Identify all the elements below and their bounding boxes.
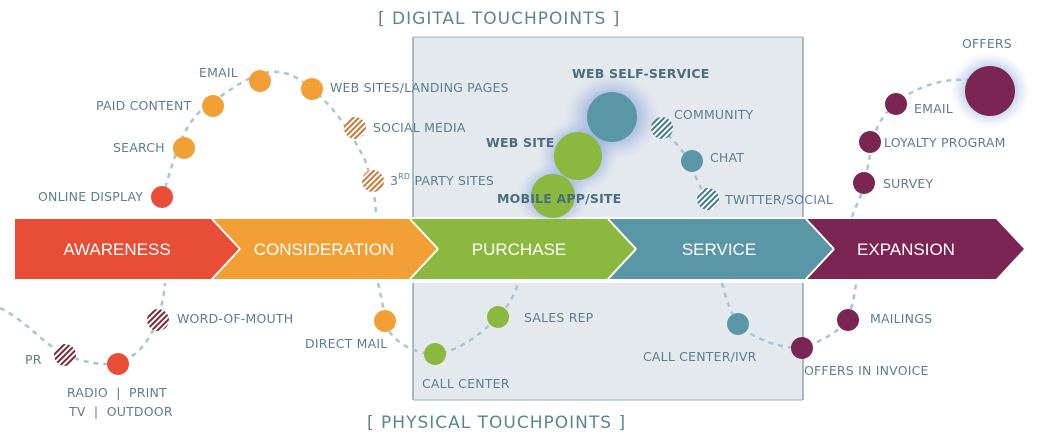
label-web-sites: WEB SITES/LANDING PAGES (330, 80, 509, 95)
label-twitter: TWITTER/SOCIAL (725, 192, 834, 207)
label-pr: PR (25, 352, 42, 367)
label-search: SEARCH (113, 140, 165, 155)
touchpoint-paid-content (202, 95, 224, 117)
label-mobile-app: MOBILE APP/SITE (497, 191, 622, 206)
label-community: COMMUNITY (674, 107, 754, 122)
stage-separator (211, 248, 241, 280)
label-radio-print: RADIO | PRINT (67, 385, 167, 400)
stage-separator (607, 218, 637, 250)
touchpoint-twitter (697, 188, 719, 210)
journey-path-digital-awareness (160, 70, 378, 218)
label-web-site: WEB SITE (486, 135, 555, 150)
touchpoint-web-sites (301, 78, 323, 100)
touchpoint-search (173, 137, 195, 159)
label-loyalty: LOYALTY PROGRAM (884, 135, 1006, 150)
stage-separator (805, 248, 835, 280)
stage-separator (805, 218, 835, 250)
label-call-center-ivr: CALL CENTER/IVR (643, 349, 757, 364)
touchpoint-online-display (151, 186, 173, 208)
touchpoint-survey (853, 172, 875, 194)
touchpoint-web-site (554, 132, 602, 180)
stage-label-purchase: PURCHASE (472, 240, 566, 259)
stage-arrow-awareness (15, 219, 240, 279)
label-tv-outdoor: TV | OUTDOOR (69, 404, 173, 419)
stage-arrow-expansion (806, 219, 1024, 279)
stage-separator (607, 248, 637, 280)
stage-label-consideration: CONSIDERATION (254, 240, 394, 259)
touchpoint-mobile-app (531, 174, 575, 218)
label-sales-rep: SALES REP (524, 310, 594, 325)
touchpoint-chat (681, 150, 703, 172)
label-online-display: ONLINE DISPLAY (38, 189, 144, 204)
touchpoint-social-media (344, 117, 366, 139)
label-web-self-service: WEB SELF-SERVICE (572, 66, 710, 81)
label-email: EMAIL (199, 65, 238, 80)
label-third-party-number: 3 (390, 173, 399, 188)
touchpoint-call-center (424, 343, 446, 365)
touchpoint-email (249, 70, 271, 92)
label-paid-content: PAID CONTENT (96, 98, 192, 113)
touchpoint-mailings (837, 309, 859, 331)
stage-label-awareness: AWARENESS (63, 240, 170, 259)
label-third-party-ordinal: RD (398, 172, 411, 181)
label-offers-in-invoice: OFFERS IN INVOICE (804, 363, 929, 378)
physical-touchpoints-heading: [ PHYSICAL TOUCHPOINTS ] (367, 413, 627, 433)
digital-touchpoints-heading: [ DIGITAL TOUCHPOINTS ] (378, 9, 621, 29)
stage-label-expansion: EXPANSION (857, 240, 955, 259)
label-word-of-mouth: WORD-OF-MOUTH (177, 311, 294, 326)
label-expansion-email: EMAIL (914, 101, 953, 116)
touchpoint-offers (965, 66, 1015, 116)
stage-arrow-purchase (410, 219, 636, 279)
stage-arrow-consideration (212, 219, 438, 279)
touchpoint-loyalty (859, 131, 881, 153)
stage-arrow-service (608, 219, 834, 279)
touchpoint-web-self-service (587, 92, 637, 142)
label-offers: OFFERS (962, 36, 1012, 51)
touchpoint-pr (54, 344, 76, 366)
stage-separator (409, 218, 439, 250)
touchpoint-expansion-email (885, 93, 907, 115)
label-mailings: MAILINGS (870, 311, 933, 326)
label-survey: SURVEY (883, 176, 934, 191)
label-direct-mail: DIRECT MAIL (305, 336, 388, 351)
label-chat: CHAT (710, 150, 745, 165)
touchpoint-sales-rep (487, 306, 509, 328)
stage-label-service: SERVICE (682, 240, 756, 259)
touchpoint-direct-mail (374, 310, 396, 332)
label-call-center: CALL CENTER (422, 376, 510, 391)
touchpoint-radio-print-tv (107, 353, 129, 375)
label-third-party-text: PARTY SITES (410, 173, 495, 188)
touchpoint-call-center-ivr (727, 313, 749, 335)
touchpoint-offers-in-invoice (791, 337, 813, 359)
stage-separator (211, 218, 241, 250)
touchpoint-third-party-sites (362, 170, 384, 192)
label-third-party-sites: 3RD PARTY SITES (390, 172, 495, 188)
touchpoint-community (651, 117, 673, 139)
stage-separator (409, 248, 439, 280)
physical-purchase-service-band (413, 283, 803, 400)
label-social-media: SOCIAL MEDIA (373, 120, 466, 135)
touchpoint-word-of-mouth (147, 309, 169, 331)
